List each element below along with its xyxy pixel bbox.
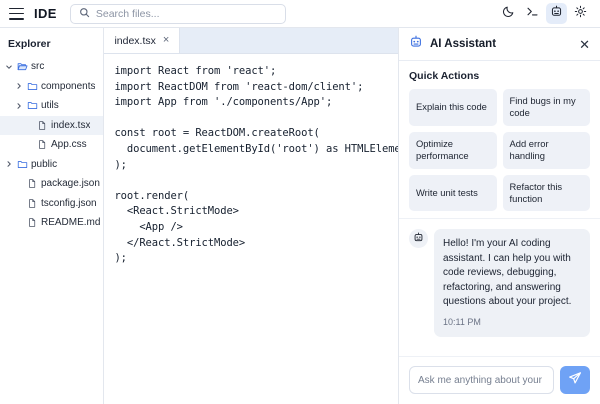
chevron-right-icon[interactable] <box>14 82 23 90</box>
settings-button[interactable] <box>570 3 591 24</box>
folder-icon <box>26 81 38 92</box>
tab-index-tsx[interactable]: index.tsx × <box>104 28 181 53</box>
tree-folder-components[interactable]: components <box>0 77 103 97</box>
quick-action-label: Find bugs in my code <box>509 95 576 119</box>
chat-history: Hello! I'm your AI coding assistant. I c… <box>399 218 600 356</box>
tree-folder-src[interactable]: src <box>0 57 103 77</box>
terminal-toggle[interactable] <box>522 3 543 24</box>
folder-open-icon <box>16 61 28 72</box>
app-brand: IDE <box>34 6 57 21</box>
chat-input-placeholder: Ask me anything about your <box>418 374 542 386</box>
file-icon <box>26 198 38 209</box>
file-icon <box>36 120 48 131</box>
ai-assistant-toggle[interactable] <box>546 3 567 24</box>
send-icon <box>568 371 582 390</box>
terminal-icon <box>526 5 539 23</box>
tree-file-readme-md[interactable]: README.md <box>0 213 103 233</box>
tree-item-label: package.json <box>41 178 100 190</box>
tree-item-label: index.tsx <box>51 119 91 131</box>
moon-icon <box>502 5 515 23</box>
folder-icon <box>26 100 38 111</box>
robot-icon <box>550 5 563 23</box>
message-timestamp: 10:11 PM <box>443 316 481 327</box>
close-icon[interactable]: ✕ <box>579 36 590 52</box>
ai-panel-title: AI Assistant <box>430 38 497 50</box>
tree-item-label: utils <box>41 100 59 112</box>
file-icon <box>26 178 38 189</box>
code-editor: index.tsx × import React from 'react'; i… <box>104 28 398 404</box>
folder-icon <box>16 159 28 170</box>
tree-item-label: README.md <box>41 217 101 229</box>
tree-item-label: tsconfig.json <box>41 197 97 209</box>
file-icon <box>36 139 48 150</box>
chevron-right-icon[interactable] <box>4 160 13 168</box>
quick-actions-title: Quick Actions <box>409 70 480 82</box>
quick-action-explain-this-code[interactable]: Explain this code <box>409 89 497 126</box>
avatar <box>409 229 428 249</box>
quick-action-refactor-this-function[interactable]: Refactor this function <box>502 174 590 212</box>
tree-file-tsconfig-json[interactable]: tsconfig.json <box>0 194 103 214</box>
send-button[interactable] <box>560 366 590 394</box>
search-placeholder: Search files... <box>95 7 160 20</box>
tree-item-label: components <box>41 80 96 92</box>
editor-tabbar: index.tsx × <box>104 28 398 54</box>
chat-input[interactable]: Ask me anything about your <box>409 366 554 394</box>
quick-action-optimize-performance[interactable]: Optimize performance <box>409 131 497 169</box>
tree-file-package-json[interactable]: package.json <box>0 174 103 194</box>
tab-label: index.tsx <box>114 34 156 47</box>
ai-assistant-panel: AI Assistant ✕ Quick Actions Explain thi… <box>398 28 600 404</box>
chevron-right-icon[interactable] <box>14 102 23 110</box>
chat-message: Hello! I'm your AI coding assistant. I c… <box>409 229 590 338</box>
hamburger-icon[interactable] <box>9 7 24 20</box>
file-icon <box>26 217 38 228</box>
gear-icon <box>574 5 587 23</box>
toolbar-icon-group <box>498 3 591 24</box>
robot-icon <box>409 35 423 54</box>
close-icon[interactable]: × <box>162 34 170 46</box>
tree-file-app-css[interactable]: App.css <box>0 135 103 155</box>
quick-action-add-error-handling[interactable]: Add error handling <box>502 131 590 169</box>
chat-composer: Ask me anything about your <box>399 356 600 404</box>
message-bubble: Hello! I'm your AI coding assistant. I c… <box>434 229 590 338</box>
top-toolbar: IDE Search files... <box>0 0 600 28</box>
quick-action-label: Explain this code <box>416 101 487 113</box>
tree-item-label: App.css <box>51 139 87 151</box>
tree-item-label: public <box>31 158 58 170</box>
code-content[interactable]: import React from 'react'; import ReactD… <box>114 65 398 265</box>
quick-action-find-bugs-in-my-code[interactable]: Find bugs in my code <box>502 89 590 126</box>
search-icon <box>79 5 90 23</box>
quick-action-write-unit-tests[interactable]: Write unit tests <box>409 174 497 212</box>
quick-action-label: Add error handling <box>509 137 549 162</box>
tree-file-index-tsx[interactable]: index.tsx <box>0 115 104 135</box>
dark-mode-toggle[interactable] <box>498 3 519 24</box>
quick-action-label: Optimize performance <box>416 137 469 162</box>
explorer-title: Explorer <box>8 38 51 50</box>
message-text: Hello! I'm your AI coding assistant. I c… <box>443 238 572 308</box>
search-input[interactable]: Search files... <box>69 3 286 24</box>
tree-folder-public[interactable]: public <box>0 155 103 175</box>
tree-item-label: src <box>31 61 45 73</box>
tree-folder-utils[interactable]: utils <box>0 96 103 116</box>
quick-action-label: Write unit tests <box>416 186 478 198</box>
quick-action-label: Refactor this function <box>509 180 563 205</box>
robot-icon <box>413 230 424 248</box>
quick-actions-section: Quick Actions Explain this code Find bugs… <box>399 61 600 218</box>
chevron-down-icon[interactable] <box>4 63 13 71</box>
ai-panel-header: AI Assistant ✕ <box>399 28 600 61</box>
